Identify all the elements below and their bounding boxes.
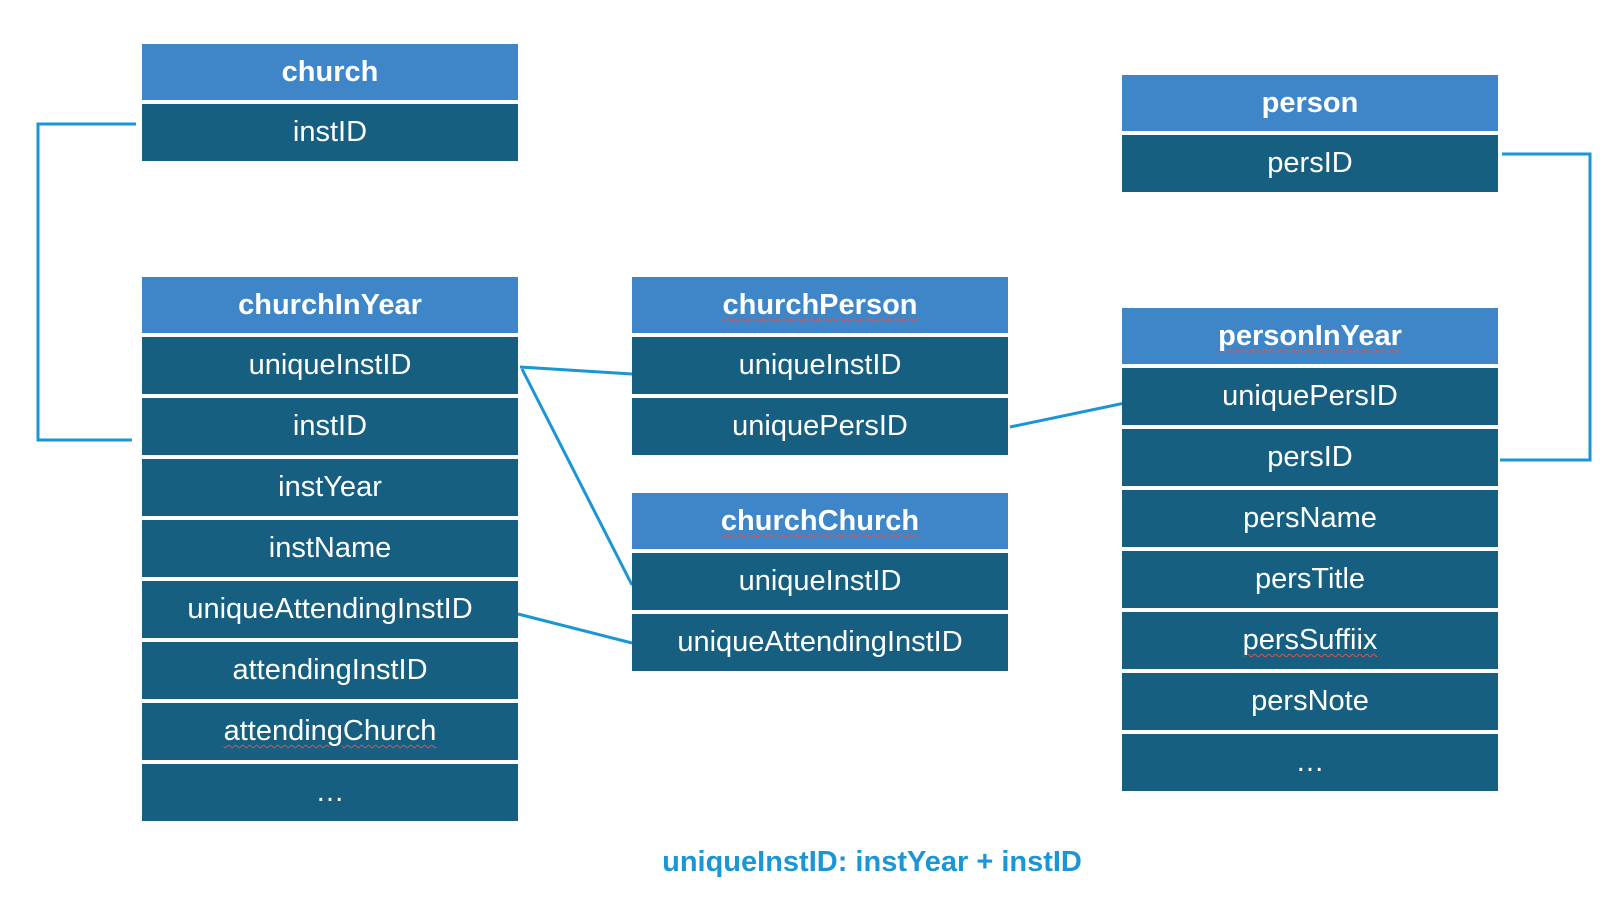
churchinyear-field-instid: instID <box>142 398 518 455</box>
churchchurch-field-uniqueinstid: uniqueInstID <box>632 553 1008 610</box>
church-field-instid: instID <box>142 104 518 161</box>
personinyear-field-persnote: persNote <box>1122 673 1498 730</box>
personinyear-field-more: … <box>1122 734 1498 791</box>
churchinyear-churchchurch-link <box>520 368 634 586</box>
church-table-header: church <box>142 44 518 100</box>
churchinyear-field-attendinginstid: attendingInstID <box>142 642 518 699</box>
attending-link <box>517 612 633 645</box>
churchinyear-field-more: … <box>142 764 518 821</box>
churchinyear-table: churchInYear uniqueInstID instID instYea… <box>142 277 518 825</box>
footnote-uniqueinstid-definition: uniqueInstID: instYear + instID <box>662 846 1082 878</box>
churchinyear-table-header: churchInYear <box>142 277 518 333</box>
churchchurch-table: churchChurch uniqueInstID uniqueAttendin… <box>632 493 1008 675</box>
churchinyear-field-instyear: instYear <box>142 459 518 516</box>
attendingchurch-label: attendingChurch <box>223 715 437 747</box>
personinyear-field-perssuffiix: persSuffiix <box>1122 612 1498 669</box>
person-table: person persID <box>1122 75 1498 196</box>
churchinyear-churchperson-link <box>519 365 633 376</box>
personinyear-field-persid: persID <box>1122 429 1498 486</box>
churchperson-table-header: churchPerson <box>632 277 1008 333</box>
churchinyear-field-instname: instName <box>142 520 518 577</box>
personinyear-table: personInYear uniquePersID persID persNam… <box>1122 308 1498 795</box>
churchperson-field-uniqueinstid: uniqueInstID <box>632 337 1008 394</box>
churchperson-field-uniquepersid: uniquePersID <box>632 398 1008 455</box>
perssuffiix-label: persSuffiix <box>1242 624 1378 656</box>
churchinyear-field-attendingchurch: attendingChurch <box>142 703 518 760</box>
personinyear-field-perstitle: persTitle <box>1122 551 1498 608</box>
church-instid-link <box>36 122 136 442</box>
person-persid-link <box>1500 152 1592 462</box>
personinyear-field-uniquepersid: uniquePersID <box>1122 368 1498 425</box>
churchperson-personinyear-link <box>1009 401 1126 429</box>
personinyear-table-header: personInYear <box>1122 308 1498 364</box>
person-table-header: person <box>1122 75 1498 131</box>
churchperson-table: churchPerson uniqueInstID uniquePersID <box>632 277 1008 459</box>
churchchurch-title: churchChurch <box>720 504 920 537</box>
church-table: church instID <box>142 44 518 165</box>
churchperson-title: churchPerson <box>722 288 918 321</box>
churchinyear-field-uniqueattendinginstid: uniqueAttendingInstID <box>142 581 518 638</box>
churchchurch-field-uniqueattendinginstid: uniqueAttendingInstID <box>632 614 1008 671</box>
personinyear-field-persname: persName <box>1122 490 1498 547</box>
churchchurch-table-header: churchChurch <box>632 493 1008 549</box>
churchinyear-field-uniqueinstid: uniqueInstID <box>142 337 518 394</box>
personinyear-title: personInYear <box>1218 319 1402 352</box>
person-field-persid: persID <box>1122 135 1498 192</box>
